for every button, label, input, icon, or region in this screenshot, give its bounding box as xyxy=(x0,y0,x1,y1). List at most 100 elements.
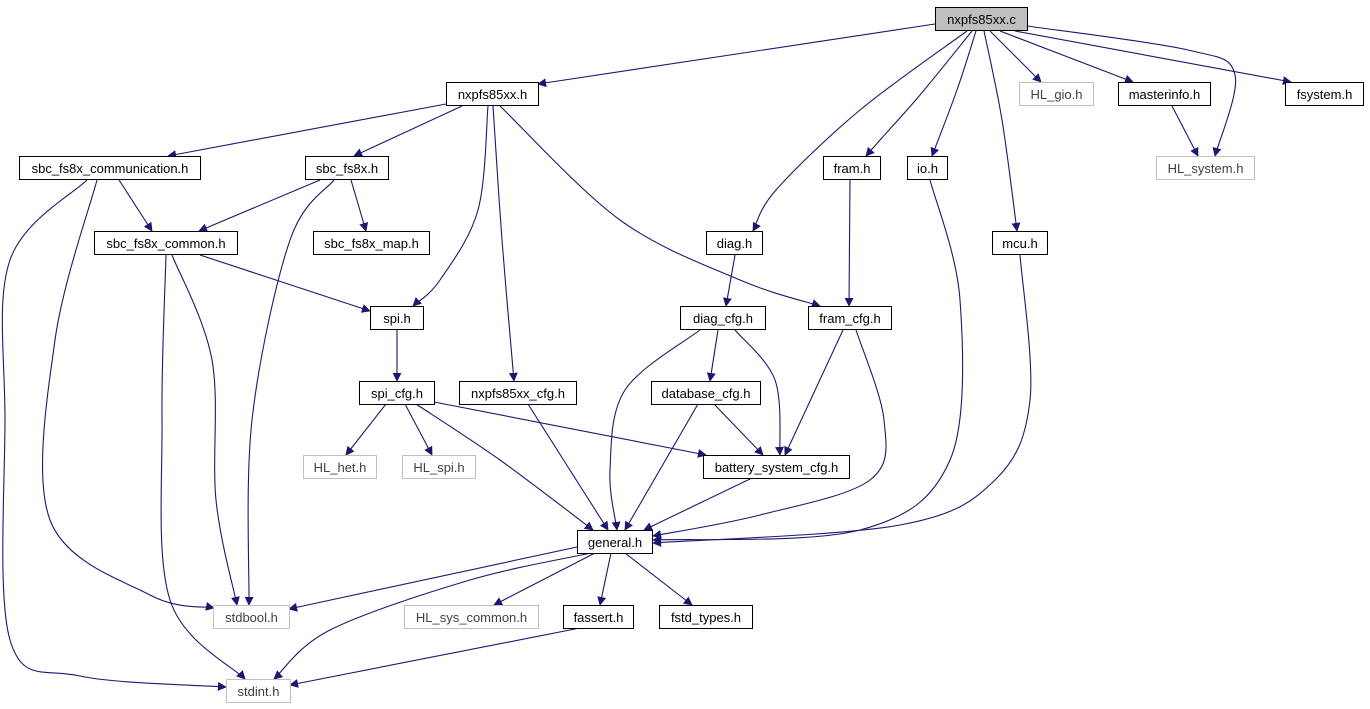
node-box xyxy=(823,156,881,180)
edge-sbc_fs8x_common_h-to-spi_h xyxy=(199,254,371,313)
node-HL-het-h[interactable]: HL_het.h xyxy=(303,455,377,479)
node-fram-h[interactable]: fram.h xyxy=(823,156,881,180)
edge-nxpfs85xx_c-to-fram_h xyxy=(865,30,973,157)
node-sbc-fs8x-map-h[interactable]: sbc_fs8x_map.h xyxy=(313,231,430,255)
node-label: HL_spi.h xyxy=(413,460,464,475)
edge-nxpfs85xx_cfg_h-to-general_h xyxy=(527,403,609,531)
edge-sbc_fs8x_communication_h-to-sbc_fs8x_common_h xyxy=(118,179,153,232)
node-box xyxy=(226,679,291,703)
node-stdint-h[interactable]: stdint.h xyxy=(226,679,291,703)
node-HL-spi-h[interactable]: HL_spi.h xyxy=(402,455,476,479)
node-label: HL_het.h xyxy=(314,460,367,475)
edge-general_h-to-HL_sys_common_h xyxy=(493,552,596,606)
node-fram-cfg-h[interactable]: fram_cfg.h xyxy=(808,306,892,330)
node-io-h[interactable]: io.h xyxy=(907,156,948,180)
node-sbc-fs8x-common-h[interactable]: sbc_fs8x_common.h xyxy=(94,231,238,255)
edge-nxpfs85xx_c-to-masterinfo_h xyxy=(999,30,1134,84)
edge-nxpfs85xx_h-to-spi_h xyxy=(412,105,489,307)
node-box xyxy=(402,455,476,479)
edge-fram_cfg_h-to-battery_system_cfg_h xyxy=(784,329,844,456)
node-general-h[interactable]: general.h xyxy=(577,530,653,554)
node-label: HL_sys_common.h xyxy=(416,610,527,625)
edge-diag_h-to-diag_cfg_h xyxy=(722,254,736,307)
node-spi-cfg-h[interactable]: spi_cfg.h xyxy=(359,381,435,405)
edge-nxpfs85xx_c-to-HL_system_h xyxy=(1026,25,1237,157)
edge-nxpfs85xx_c-to-mcu_h xyxy=(983,30,1021,232)
edge-io_h-to-general_h xyxy=(652,179,964,545)
node-diag-h[interactable]: diag.h xyxy=(706,231,763,255)
node-fassert-h[interactable]: fassert.h xyxy=(563,605,634,629)
node-sbc-fs8x-h[interactable]: sbc_fs8x.h xyxy=(305,156,389,180)
node-label: sbc_fs8x_communication.h xyxy=(32,161,189,176)
node-box xyxy=(313,231,430,255)
edge-nxpfs85xx_h-to-sbc_fs8x_communication_h xyxy=(167,103,447,159)
edge-battery_system_cfg_h-to-general_h xyxy=(643,477,753,531)
node-label: battery_system_cfg.h xyxy=(715,460,839,475)
node-diag-cfg-h[interactable]: diag_cfg.h xyxy=(680,306,766,330)
node-box xyxy=(992,231,1048,255)
edge-mcu_h-to-general_h xyxy=(652,254,1032,547)
node-box xyxy=(808,306,892,330)
node-box xyxy=(703,455,850,479)
node-box xyxy=(213,605,290,629)
node-box xyxy=(563,605,634,629)
node-label: general.h xyxy=(588,535,642,550)
node-nxpfs85xx-cfg-h[interactable]: nxpfs85xx_cfg.h xyxy=(459,381,577,405)
node-battery-system-cfg-h[interactable]: battery_system_cfg.h xyxy=(703,455,850,479)
node-box xyxy=(1285,82,1364,106)
edge-database_cfg_h-to-battery_system_cfg_h xyxy=(713,403,764,456)
edge-nxpfs85xx_h-to-sbc_fs8x_h xyxy=(353,105,463,157)
edge-general_h-to-stdint_h xyxy=(273,552,592,680)
node-mcu-h[interactable]: mcu.h xyxy=(992,231,1048,255)
node-label: stdint.h xyxy=(238,684,280,699)
node-label: sbc_fs8x_common.h xyxy=(106,236,225,251)
node-HL-sys-common-h[interactable]: HL_sys_common.h xyxy=(404,605,539,629)
node-fsystem-h[interactable]: fsystem.h xyxy=(1285,82,1364,106)
edge-diag_cfg_h-to-battery_system_cfg_h xyxy=(734,329,784,456)
node-box xyxy=(651,381,761,405)
node-label: spi.h xyxy=(383,311,410,326)
edge-database_cfg_h-to-general_h xyxy=(624,403,699,531)
node-fstd-types-h[interactable]: fstd_types.h xyxy=(659,605,753,629)
node-label: diag_cfg.h xyxy=(693,311,753,326)
node-label: fassert.h xyxy=(574,610,624,625)
node-box xyxy=(577,530,653,554)
edge-fram_cfg_h-to-general_h xyxy=(652,329,887,539)
node-box xyxy=(680,306,766,330)
edge-sbc_fs8x_common_h-to-stdint_h xyxy=(160,254,246,680)
node-masterinfo-h[interactable]: masterinfo.h xyxy=(1118,82,1211,106)
edge-sbc_fs8x_h-to-sbc_fs8x_map_h xyxy=(350,179,369,232)
edge-sbc_fs8x_common_h-to-stdbool_h xyxy=(171,254,240,606)
node-HL-gio-h[interactable]: HL_gio.h xyxy=(1019,82,1094,106)
node-nxpfs85xx-h[interactable]: nxpfs85xx.h xyxy=(446,82,539,106)
edge-fram_h-to-fram_cfg_h xyxy=(844,179,854,307)
node-label: diag.h xyxy=(717,236,752,251)
edge-sbc_fs8x_h-to-sbc_fs8x_common_h xyxy=(198,179,321,233)
edge-spi_cfg_h-to-battery_system_cfg_h xyxy=(433,401,707,458)
node-HL-system-h[interactable]: HL_system.h xyxy=(1156,156,1255,180)
edge-general_h-to-stdbool_h xyxy=(288,546,578,612)
edge-diag_cfg_h-to-general_h xyxy=(609,329,701,531)
node-database-cfg-h[interactable]: database_cfg.h xyxy=(651,381,761,405)
node-box xyxy=(459,381,577,405)
edge-nxpfs85xx_c-to-diag_h xyxy=(752,30,968,232)
node-box xyxy=(1019,82,1094,106)
node-label: io.h xyxy=(917,161,938,176)
node-sbc-fs8x-communication-h[interactable]: sbc_fs8x_communication.h xyxy=(19,156,201,180)
edge-sbc_fs8x_communication_h-to-stdbool_h xyxy=(41,179,215,611)
node-box xyxy=(935,7,1028,31)
node-label: database_cfg.h xyxy=(662,386,751,401)
node-stdbool-h[interactable]: stdbool.h xyxy=(213,605,290,629)
node-label: nxpfs85xx.c xyxy=(947,12,1016,27)
node-label: nxpfs85xx.h xyxy=(458,87,527,102)
node-box xyxy=(305,156,389,180)
edge-nxpfs85xx_c-to-fsystem_h xyxy=(1014,30,1292,85)
node-box xyxy=(1156,156,1255,180)
node-nxpfs85xx-c[interactable]: nxpfs85xx.c xyxy=(935,7,1028,31)
edge-layer xyxy=(1,23,1292,691)
node-label: fsystem.h xyxy=(1297,87,1353,102)
node-spi-h[interactable]: spi.h xyxy=(370,306,424,330)
node-box xyxy=(706,231,763,255)
edge-fassert_h-to-stdint_h xyxy=(289,627,581,688)
